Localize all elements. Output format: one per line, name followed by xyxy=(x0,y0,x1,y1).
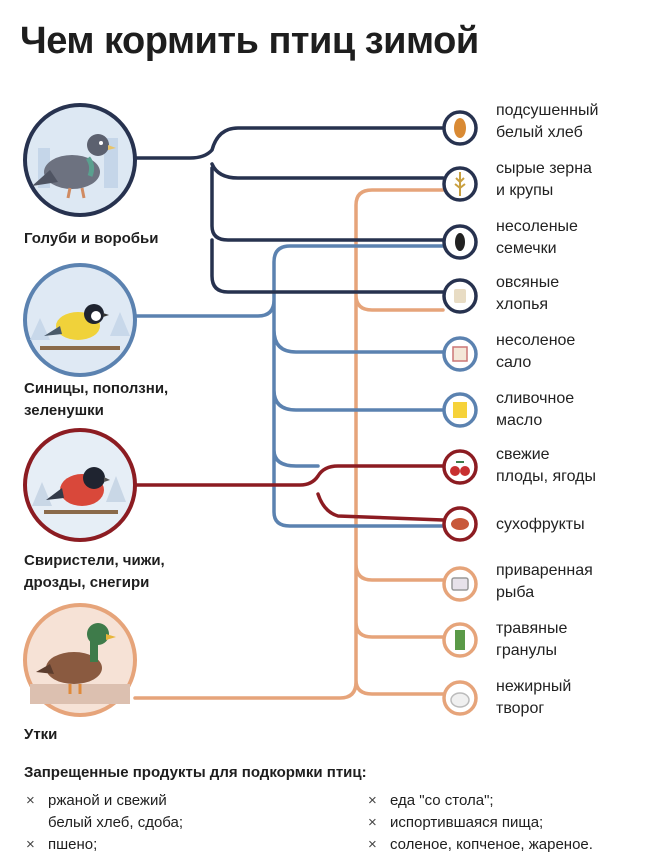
bread-icon xyxy=(442,110,478,146)
finch-connections xyxy=(133,464,445,522)
dried-fruit-icon xyxy=(442,506,478,542)
bird-label-pigeons: Голуби и воробьи xyxy=(24,230,159,247)
pigeon-icon xyxy=(23,103,137,217)
tit-icon xyxy=(23,263,137,377)
oat-flakes-icon xyxy=(442,278,478,314)
grass-pellets-icon xyxy=(442,622,478,658)
forbidden-title: Запрещенные продукты для подкормки птиц: xyxy=(24,764,367,781)
cottage-cheese-icon xyxy=(442,680,478,716)
bullet-icon: × xyxy=(26,836,35,853)
grain-icon xyxy=(442,166,478,202)
bullfinch-icon xyxy=(23,428,137,542)
butter-icon xyxy=(442,392,478,428)
bird-label-tits: Синицы, поползни,зеленушки xyxy=(24,380,169,419)
berries-icon xyxy=(442,449,478,485)
bird-label-finches: Свиристели, чижи,дрозды, снегири xyxy=(24,552,165,591)
duck-icon xyxy=(23,603,137,717)
bullet-icon: × xyxy=(368,836,377,853)
bullet-icon: × xyxy=(26,792,35,809)
forbidden-list-left: ×ржаной и свежий белый хлеб, сдоба; ×пше… xyxy=(26,790,183,856)
forbidden-list-right: ×еда "со стола"; ×испортившаяся пища; ×с… xyxy=(368,790,593,856)
duck-connections xyxy=(133,188,445,700)
page-title: Чем кормить птиц зимой xyxy=(20,20,479,62)
bird-label-ducks: Утки xyxy=(24,726,58,743)
sunflower-seed-icon xyxy=(442,224,478,260)
fish-icon xyxy=(442,566,478,602)
lard-icon xyxy=(442,336,478,372)
tit-connections xyxy=(133,244,445,528)
pigeon-connections xyxy=(133,126,445,294)
food-label-dried-fruit: сухофрукты xyxy=(496,516,585,533)
bullet-icon: × xyxy=(368,792,377,809)
bullet-icon: × xyxy=(368,814,377,831)
